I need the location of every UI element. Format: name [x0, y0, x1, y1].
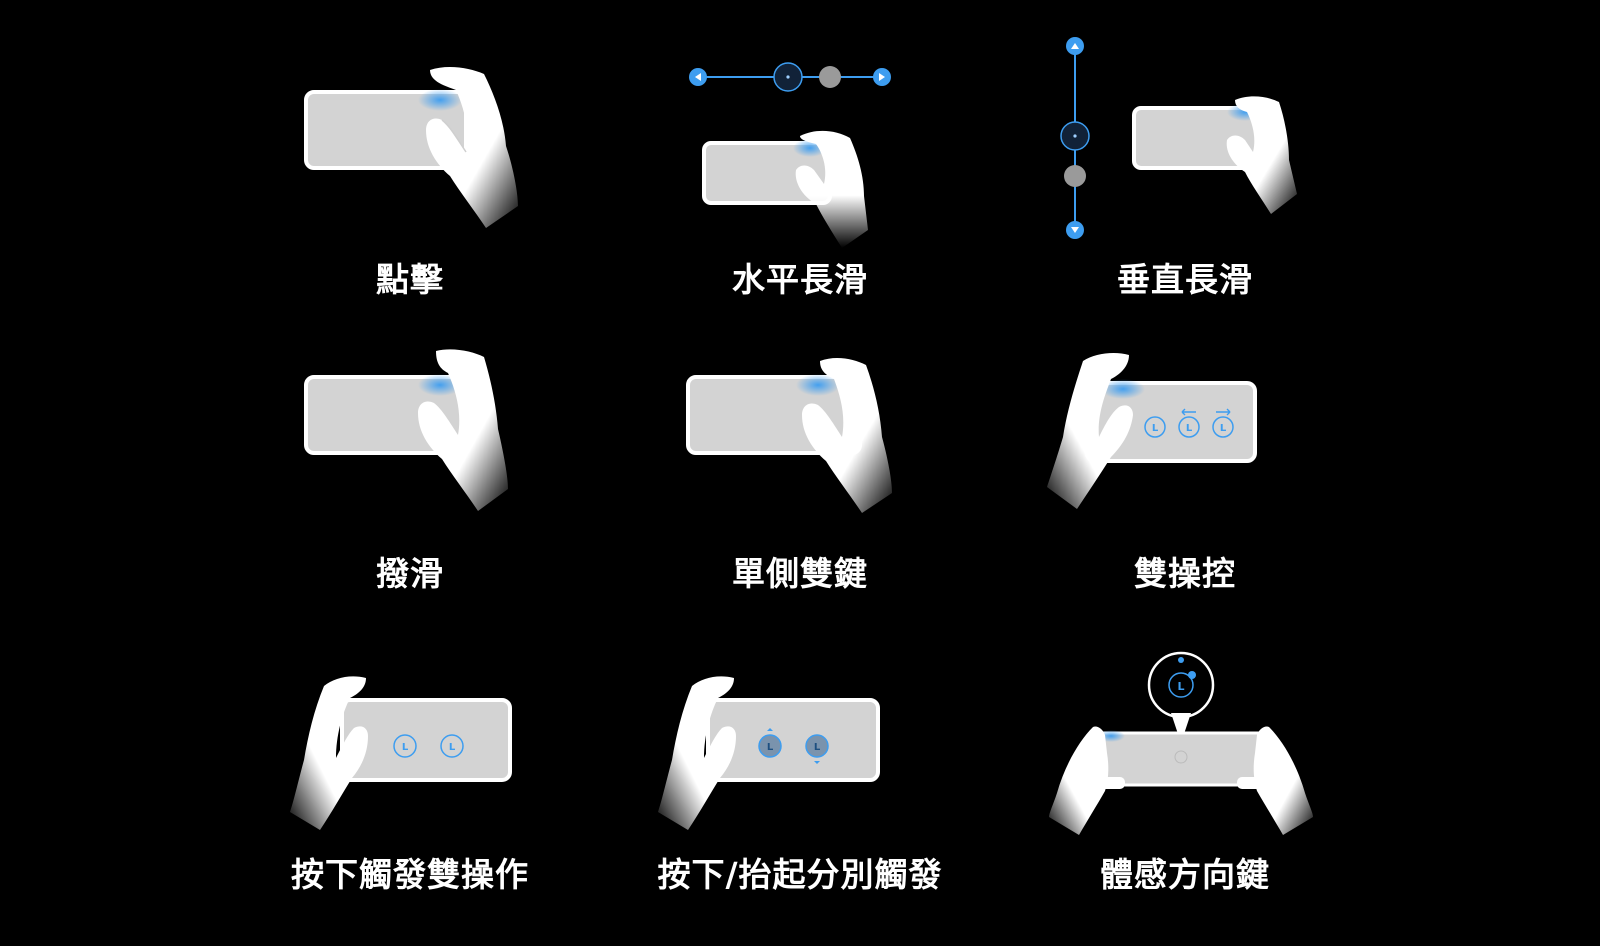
svg-text:L: L [1152, 423, 1159, 434]
svg-text:L: L [814, 742, 821, 753]
gesture-label: 雙操控 [1134, 554, 1236, 593]
one-side-double-key-icon [686, 358, 892, 513]
gesture-motion-sensing-direction-key[interactable]: L 體感方向鍵 [1035, 645, 1335, 910]
vertical-long-swipe-icon [1060, 37, 1297, 239]
gesture-label: 按下觸發雙操作 [291, 855, 529, 894]
gesture-label: 水平長滑 [732, 260, 868, 299]
gesture-horizontal-long-swipe[interactable]: 水平長滑 [650, 60, 950, 300]
gesture-tap[interactable]: 點擊 [260, 60, 560, 300]
key-l-press-icon: L [758, 728, 782, 758]
gesture-dual-control[interactable]: L L L 雙操控 [1035, 345, 1335, 595]
key-l-right-icon: L [1212, 408, 1234, 438]
press-trigger-double-operation-icon: L L [290, 676, 512, 830]
dual-control-icon: L L L [1047, 353, 1257, 509]
gesture-flick-swipe[interactable]: 撥滑 [260, 345, 560, 595]
svg-text:L: L [1177, 680, 1184, 693]
gesture-one-side-double-key[interactable]: 單側雙鍵 [650, 345, 950, 595]
motion-sensing-direction-key-icon: L [1049, 651, 1313, 835]
gesture-label: 體感方向鍵 [1100, 855, 1270, 894]
key-l-2-icon: L [440, 734, 464, 758]
tap-gesture-icon [304, 67, 518, 229]
key-l-icon: L [1144, 416, 1166, 438]
gesture-label: 按下/抬起分別觸發 [657, 855, 943, 894]
gesture-label: 撥滑 [376, 554, 444, 593]
key-l-1-icon: L [393, 734, 417, 758]
gesture-vertical-long-swipe[interactable]: 垂直長滑 [1035, 30, 1335, 300]
svg-text:L: L [767, 742, 774, 753]
horizontal-long-swipe-icon [689, 62, 891, 248]
svg-text:L: L [1220, 423, 1227, 434]
key-l-release-icon: L [805, 734, 829, 764]
gesture-label: 點擊 [376, 260, 444, 299]
gesture-press-trigger-double-operation[interactable]: L L 按下觸發雙操作 [260, 660, 560, 910]
svg-text:L: L [449, 742, 456, 753]
gesture-label: 單側雙鍵 [732, 554, 868, 593]
svg-text:L: L [402, 742, 409, 753]
flick-swipe-icon [304, 349, 508, 511]
svg-text:L: L [1186, 423, 1193, 434]
key-l-left-icon: L [1178, 408, 1200, 438]
gesture-press-release-separate-trigger[interactable]: L L 按下/抬起分別觸發 [650, 660, 950, 910]
press-release-separate-trigger-icon: L L [658, 676, 880, 830]
gesture-label: 垂直長滑 [1117, 260, 1253, 299]
